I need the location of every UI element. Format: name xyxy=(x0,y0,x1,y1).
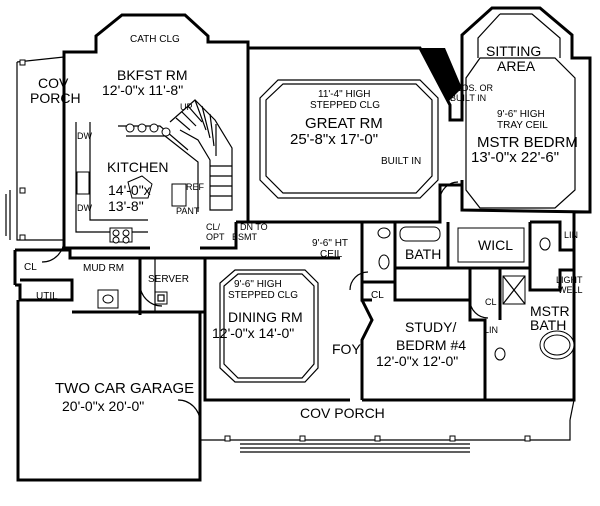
kitchen-name: KITCHEN xyxy=(107,159,168,175)
up-label: UP xyxy=(180,102,193,112)
exterior-walls xyxy=(13,6,592,482)
cov-porch-front: COV PORCH xyxy=(300,405,385,421)
dn-line2: BSMT xyxy=(232,232,258,242)
bkfst-note: CATH CLG xyxy=(130,34,180,45)
lin-top: LIN xyxy=(564,230,578,240)
great-note2: STEPPED CLG xyxy=(310,100,380,111)
cov-porch-left-line1: COV xyxy=(38,75,69,91)
clos-line1: CLOS. OR xyxy=(450,83,494,93)
mstr-note1: 9'-6" HIGH xyxy=(497,109,545,120)
porch-steps xyxy=(5,190,470,453)
mstr-note2: TRAY CEIL xyxy=(497,120,548,131)
light-well-line1: LIGHT xyxy=(556,275,583,285)
sitting-line2: AREA xyxy=(497,58,536,74)
cl-hall: CL xyxy=(371,290,384,301)
great-size: 25'-8"x 17'-0" xyxy=(290,131,378,148)
cl-opt-line2: OPT xyxy=(206,232,225,242)
bath-fixtures xyxy=(377,226,575,361)
dining-note2: STEPPED CLG xyxy=(228,290,298,301)
garage-name: TWO CAR GARAGE xyxy=(55,380,194,397)
kitchen-size2: 13'-8" xyxy=(108,198,144,214)
dining-size: 12'-0"x 14'-0" xyxy=(212,325,294,341)
cov-porch-left-line2: PORCH xyxy=(30,90,81,106)
study-size: 12'-0"x 12'-0" xyxy=(376,353,458,369)
server-label: SERVER xyxy=(148,274,189,285)
sitting-line1: SITTING xyxy=(486,43,541,59)
kitchen-size1: 14'-0"x xyxy=(108,182,151,198)
mstr-bath-line1: MSTR xyxy=(530,303,570,319)
mstr-size: 13'-0"x 22'-6" xyxy=(471,149,559,166)
cl-opt-line1: CL/ xyxy=(206,222,221,232)
doors xyxy=(41,181,489,423)
hall-ceil-line1: 9'-6" HT xyxy=(312,238,348,249)
bkfst-name: BKFST RM xyxy=(117,67,188,83)
wicl-label: WICL xyxy=(478,237,513,253)
kitchen-fixtures xyxy=(75,122,199,244)
clos-line2: BUILT IN xyxy=(450,93,486,103)
chimney-mass xyxy=(420,48,462,102)
porch-columns xyxy=(19,59,531,442)
room-labels: COV PORCH CATH CLG BKFST RM 12'-0"x 11'-… xyxy=(24,34,583,421)
study-name2: BEDRM #4 xyxy=(396,337,466,353)
study-name1: STUDY/ xyxy=(405,319,456,335)
dw-upper: DW xyxy=(77,131,92,141)
util-label: UTIL xyxy=(36,291,58,302)
service-fixtures xyxy=(97,258,168,312)
mstr-bath-line2: BATH xyxy=(530,317,566,333)
hall-ceil-line2: CEIL xyxy=(320,249,343,260)
foy-label: FOY xyxy=(332,341,361,357)
bkfst-size: 12'-0"x 11'-8" xyxy=(102,82,183,98)
ref-label: REF xyxy=(186,182,205,192)
dining-note1: 9'-6" HIGH xyxy=(234,279,282,290)
cl-mstr: CL xyxy=(485,297,497,307)
dn-line1: DN TO xyxy=(240,222,268,232)
mud-rm-label: MUD RM xyxy=(83,263,124,274)
bath-label: BATH xyxy=(405,246,441,262)
light-well-line2: WELL xyxy=(558,285,583,295)
dining-name: DINING RM xyxy=(228,309,303,325)
garage-size: 20'-0"x 20'-0" xyxy=(62,398,144,414)
staircase xyxy=(169,99,233,211)
ceiling-outlines xyxy=(219,13,576,383)
great-note1: 11'-4" HIGH xyxy=(318,89,371,100)
lin-bottom: LIN xyxy=(484,325,498,335)
dw-lower: DW xyxy=(77,203,92,213)
great-name: GREAT RM xyxy=(305,115,383,132)
mstr-name: MSTR BEDRM xyxy=(477,134,578,151)
cl-left: CL xyxy=(24,262,37,273)
pant-label: PANT xyxy=(176,206,200,216)
built-in-label: BUILT IN xyxy=(381,156,421,167)
